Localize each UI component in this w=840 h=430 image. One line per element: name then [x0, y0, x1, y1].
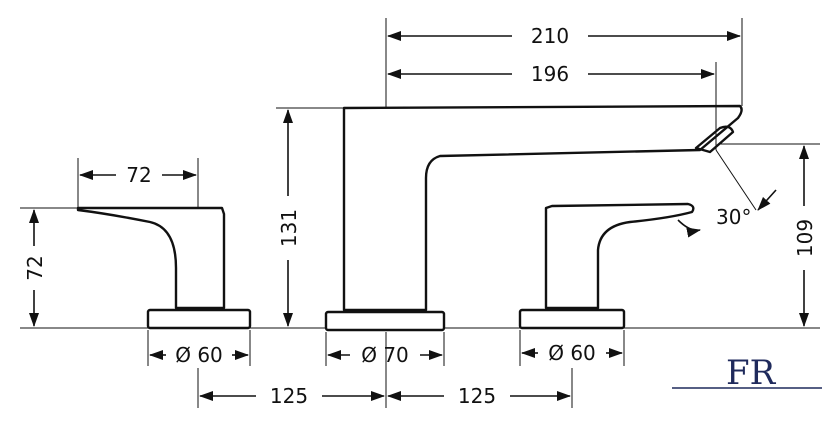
dim-label-72-height: 72: [23, 255, 47, 280]
dim-dia-right: Ø 60: [521, 341, 623, 365]
dim-72-width: 72: [79, 163, 197, 187]
left-base-plate: [146, 308, 252, 330]
dim-131: 131: [277, 109, 301, 327]
dim-label-30: 30°: [716, 205, 751, 229]
dim-210: 210: [387, 24, 741, 48]
dim-label-109: 109: [793, 219, 817, 257]
dim-dia-left: Ø 60: [149, 343, 249, 367]
dim-label-dia-center: Ø 70: [361, 343, 409, 367]
spout: [324, 104, 743, 332]
dim-label-131: 131: [277, 209, 301, 247]
right-base-plate: [518, 308, 626, 330]
left-handle: [76, 206, 252, 330]
dim-spacing-right: 125: [387, 384, 571, 408]
dim-109: 109: [793, 145, 817, 327]
dim-spacing-left: 125: [199, 384, 385, 408]
dim-dia-center: Ø 70: [327, 343, 443, 367]
dim-72-height: 72: [23, 209, 47, 327]
dim-label-210: 210: [531, 24, 569, 48]
brand-logo: FR: [672, 353, 822, 393]
dim-label-dia-right: Ø 60: [548, 341, 596, 365]
dim-label-spacing-right: 125: [458, 384, 496, 408]
dim-label-196: 196: [531, 62, 569, 86]
dim-label-spacing-left: 125: [270, 384, 308, 408]
dim-30-deg: 30°: [677, 189, 777, 238]
extension-lines: [20, 18, 820, 408]
center-base-plate: [324, 310, 446, 332]
spout-outlet: [694, 125, 735, 154]
right-handle: [518, 202, 695, 330]
brand-logo-text: FR: [726, 353, 777, 393]
dim-196: 196: [387, 62, 715, 86]
dim-label-72-width: 72: [126, 163, 151, 187]
dim-label-dia-left: Ø 60: [175, 343, 223, 367]
